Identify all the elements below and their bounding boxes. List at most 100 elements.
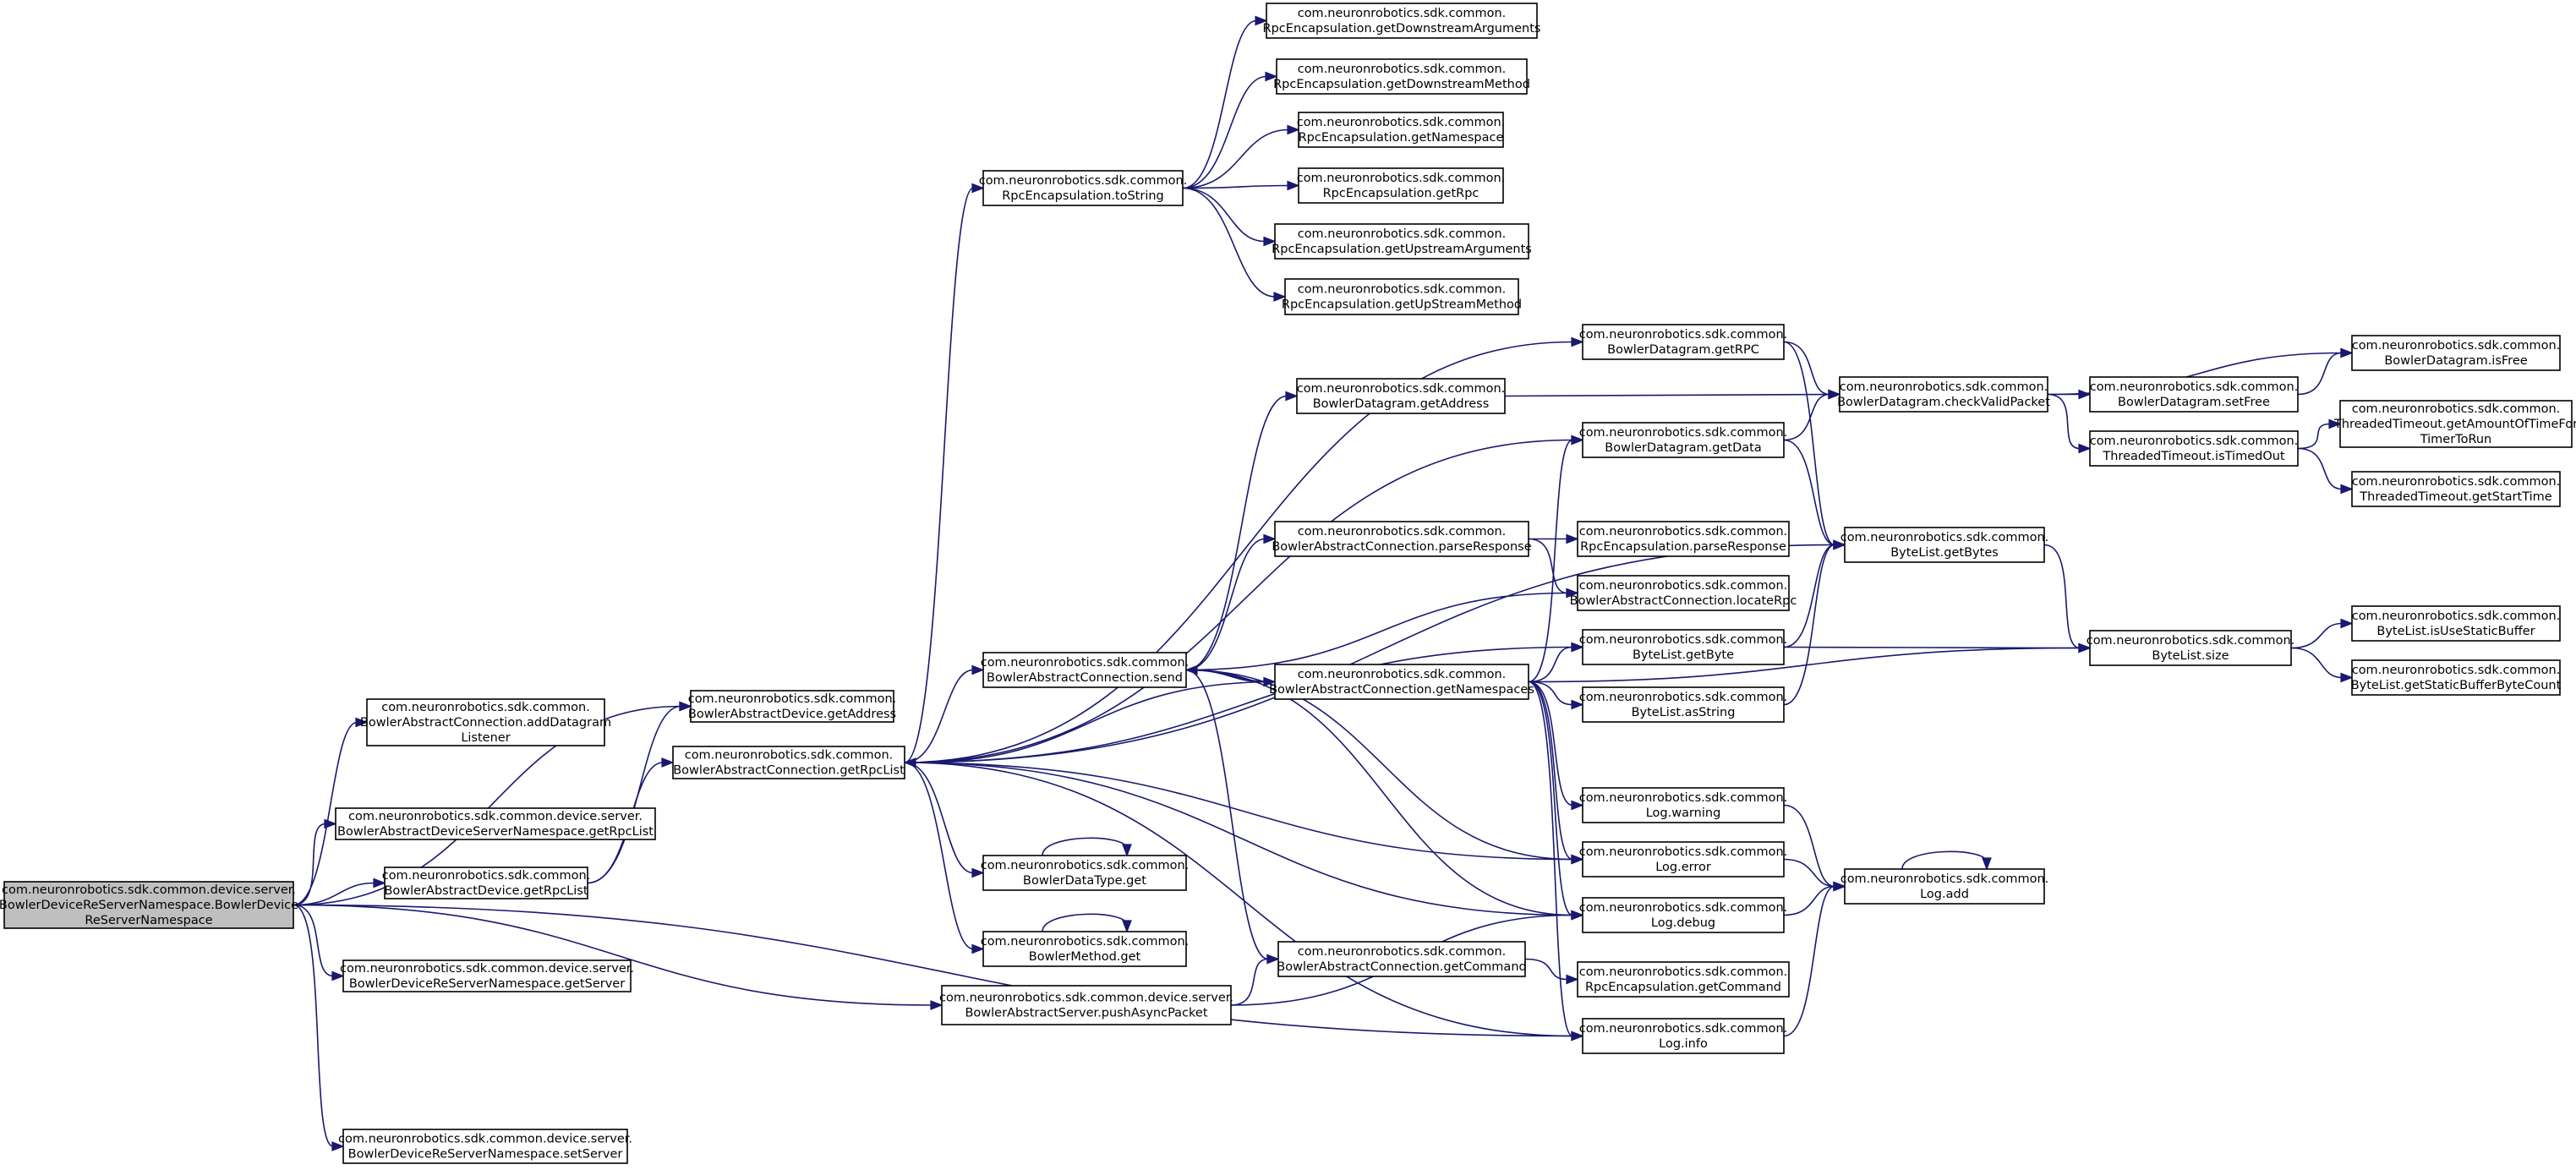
node-box xyxy=(1582,686,1785,723)
node-box xyxy=(1274,664,1529,700)
node-n40[interactable]: com.neuronrobotics.sdk.common.BowlerData… xyxy=(2351,335,2561,371)
node-n35[interactable]: com.neuronrobotics.sdk.common.ByteList.g… xyxy=(1840,527,2049,563)
nodes-layer: com.neuronrobotics.sdk.common.device.ser… xyxy=(0,3,2576,1164)
node-n20[interactable]: com.neuronrobotics.sdk.common.BowlerAbst… xyxy=(1272,521,1532,557)
edge-n24-n7 xyxy=(1528,681,1584,1042)
node-n1[interactable]: com.neuronrobotics.sdk.common.BowlerAbst… xyxy=(360,698,611,746)
node-n9[interactable]: com.neuronrobotics.sdk.common.BowlerAbst… xyxy=(672,746,905,779)
node-n37[interactable]: com.neuronrobotics.sdk.common.BowlerData… xyxy=(2089,376,2299,413)
node-label: com.neuronrobotics.sdk.common. xyxy=(1579,845,1788,859)
edge-n23-n20 xyxy=(1185,533,1277,671)
node-label: ByteList.isUseStaticBuffer xyxy=(2376,625,2535,638)
edge-line xyxy=(1230,958,1269,1006)
node-label: ThreadedTimeout.getStartTime xyxy=(2359,490,2551,504)
node-n28[interactable]: com.neuronrobotics.sdk.common.BowlerMeth… xyxy=(981,931,1190,967)
node-n33[interactable]: com.neuronrobotics.sdk.common.Log.debug xyxy=(1579,897,1788,933)
edge-line xyxy=(1195,669,1276,683)
edge-line xyxy=(2290,622,2343,649)
node-n43[interactable]: com.neuronrobotics.sdk.common.ByteList.i… xyxy=(2351,605,2561,642)
node-n29[interactable]: com.neuronrobotics.sdk.common.BowlerAbst… xyxy=(1277,941,1527,977)
node-label: RpcEncapsulation.toString xyxy=(1002,189,1164,203)
node-n30[interactable]: com.neuronrobotics.sdk.common.RpcEncapsu… xyxy=(1577,961,1790,998)
edge-arrow xyxy=(2340,484,2354,495)
node-label: com.neuronrobotics.sdk.common. xyxy=(1298,283,1507,297)
edge-line xyxy=(1528,439,1573,683)
node-label: com.neuronrobotics.sdk.common. xyxy=(1579,525,1788,539)
node-n31[interactable]: com.neuronrobotics.sdk.common.Log.warnin… xyxy=(1579,787,1788,823)
node-label: com.neuronrobotics.sdk.common. xyxy=(1579,791,1788,805)
node-n3[interactable]: com.neuronrobotics.sdk.common.device.ser… xyxy=(335,807,656,840)
node-n25[interactable]: com.neuronrobotics.sdk.common.ByteList.g… xyxy=(1579,629,1788,665)
node-n42[interactable]: com.neuronrobotics.sdk.common.ThreadedTi… xyxy=(2351,471,2561,507)
node-n32[interactable]: com.neuronrobotics.sdk.common.Log.error xyxy=(1579,841,1788,878)
node-box xyxy=(1284,278,1519,315)
node-n0[interactable]: com.neuronrobotics.sdk.common.device.ser… xyxy=(0,881,298,929)
node-label: BowlerDatagram.getData xyxy=(1605,441,1761,455)
node-n7[interactable]: com.neuronrobotics.sdk.common.Log.info xyxy=(1579,1018,1788,1054)
edge-arrow xyxy=(355,717,369,728)
node-label: com.neuronrobotics.sdk.common. xyxy=(382,869,591,883)
node-n17[interactable]: com.neuronrobotics.sdk.common.BowlerData… xyxy=(1579,324,1788,360)
node-n19[interactable]: com.neuronrobotics.sdk.common.BowlerData… xyxy=(1579,422,1788,458)
edge-n6-n29 xyxy=(1230,954,1280,1006)
node-label: com.neuronrobotics.sdk.common. xyxy=(981,656,1190,670)
node-n4[interactable]: com.neuronrobotics.sdk.common.BowlerAbst… xyxy=(382,867,591,899)
edge-n10-n15 xyxy=(1182,187,1277,247)
node-n34[interactable]: com.neuronrobotics.sdk.common.BowlerData… xyxy=(1837,376,2050,413)
edge-line xyxy=(1783,544,1835,706)
node-n41[interactable]: com.neuronrobotics.sdk.common.ThreadedTi… xyxy=(2333,400,2576,448)
edge-n0-n8 xyxy=(293,904,345,1151)
node-label: BowlerAbstractConnection.send xyxy=(987,671,1183,685)
node-n26[interactable]: com.neuronrobotics.sdk.common.ByteList.a… xyxy=(1579,686,1788,723)
node-label: Listener xyxy=(461,731,510,745)
node-n5[interactable]: com.neuronrobotics.sdk.common.device.ser… xyxy=(340,960,634,992)
node-n24[interactable]: com.neuronrobotics.sdk.common.BowlerAbst… xyxy=(1269,664,1534,700)
edge-line xyxy=(293,705,681,906)
node-box xyxy=(1582,324,1785,360)
node-n39[interactable]: com.neuronrobotics.sdk.common.ByteList.s… xyxy=(2087,630,2295,666)
node-n18[interactable]: com.neuronrobotics.sdk.common.BowlerData… xyxy=(1296,378,1506,414)
node-n36[interactable]: com.neuronrobotics.sdk.common.Log.add xyxy=(1840,868,2049,905)
edge-n17-n34 xyxy=(1783,341,1841,400)
node-n12[interactable]: com.neuronrobotics.sdk.common.RpcEncapsu… xyxy=(1273,58,1530,95)
node-label: BowlerAbstractDeviceServerNamespace.getR… xyxy=(337,825,654,839)
node-box xyxy=(1298,167,1504,204)
node-n14[interactable]: com.neuronrobotics.sdk.common.RpcEncapsu… xyxy=(1297,167,1506,204)
node-label: com.neuronrobotics.sdk.common. xyxy=(2352,664,2561,677)
edge-arrow xyxy=(1566,974,1579,985)
node-n16[interactable]: com.neuronrobotics.sdk.common.RpcEncapsu… xyxy=(1282,278,1522,315)
node-label: com.neuronrobotics.sdk.common. xyxy=(685,749,894,763)
edge-n23-n22 xyxy=(1185,588,1579,671)
node-n21[interactable]: com.neuronrobotics.sdk.common.RpcEncapsu… xyxy=(1577,521,1790,557)
node-label: com.neuronrobotics.sdk.common. xyxy=(1298,525,1507,539)
node-n8[interactable]: com.neuronrobotics.sdk.common.device.ser… xyxy=(338,1129,632,1164)
edge-n10-n12 xyxy=(1182,71,1278,189)
node-label: RpcEncapsulation.parseResponse xyxy=(1580,540,1786,554)
node-box xyxy=(1582,1018,1785,1054)
node-label: ThreadedTimeout.getAmountOfTimeFor xyxy=(2333,418,2576,431)
edge-line xyxy=(904,762,974,950)
edge-n0-n3 xyxy=(293,818,337,906)
node-n10[interactable]: com.neuronrobotics.sdk.common.RpcEncapsu… xyxy=(979,170,1188,206)
node-n15[interactable]: com.neuronrobotics.sdk.common.RpcEncapsu… xyxy=(1272,223,1532,260)
node-n23[interactable]: com.neuronrobotics.sdk.common.BowlerAbst… xyxy=(981,652,1190,688)
edge-n10-n16 xyxy=(1182,187,1287,302)
edge-arrow xyxy=(2328,418,2342,429)
edge-line xyxy=(2297,447,2343,490)
node-n13[interactable]: com.neuronrobotics.sdk.common.RpcEncapsu… xyxy=(1297,112,1506,148)
edge-n19-n34 xyxy=(1783,389,1841,441)
edge-n24-n32 xyxy=(1528,681,1584,865)
node-n22[interactable]: com.neuronrobotics.sdk.common.BowlerAbst… xyxy=(1570,575,1797,611)
node-n2[interactable]: com.neuronrobotics.sdk.common.BowlerAbst… xyxy=(688,690,897,723)
node-n11[interactable]: com.neuronrobotics.sdk.common.RpcEncapsu… xyxy=(1263,3,1541,39)
node-n27[interactable]: com.neuronrobotics.sdk.common.BowlerData… xyxy=(981,855,1190,891)
node-label: BowlerAbstractConnection.addDatagram xyxy=(360,716,611,730)
node-n38[interactable]: com.neuronrobotics.sdk.common.ThreadedTi… xyxy=(2089,430,2299,467)
edge-arrow xyxy=(331,1141,345,1151)
edge-n24-n23 xyxy=(1184,664,1276,683)
edge-arrow xyxy=(1833,539,1846,550)
node-n6[interactable]: com.neuronrobotics.sdk.common.device.ser… xyxy=(939,985,1233,1025)
node-n44[interactable]: com.neuronrobotics.sdk.common.ByteList.g… xyxy=(2351,659,2562,696)
node-label: com.neuronrobotics.sdk.common.device.ser… xyxy=(340,962,634,976)
